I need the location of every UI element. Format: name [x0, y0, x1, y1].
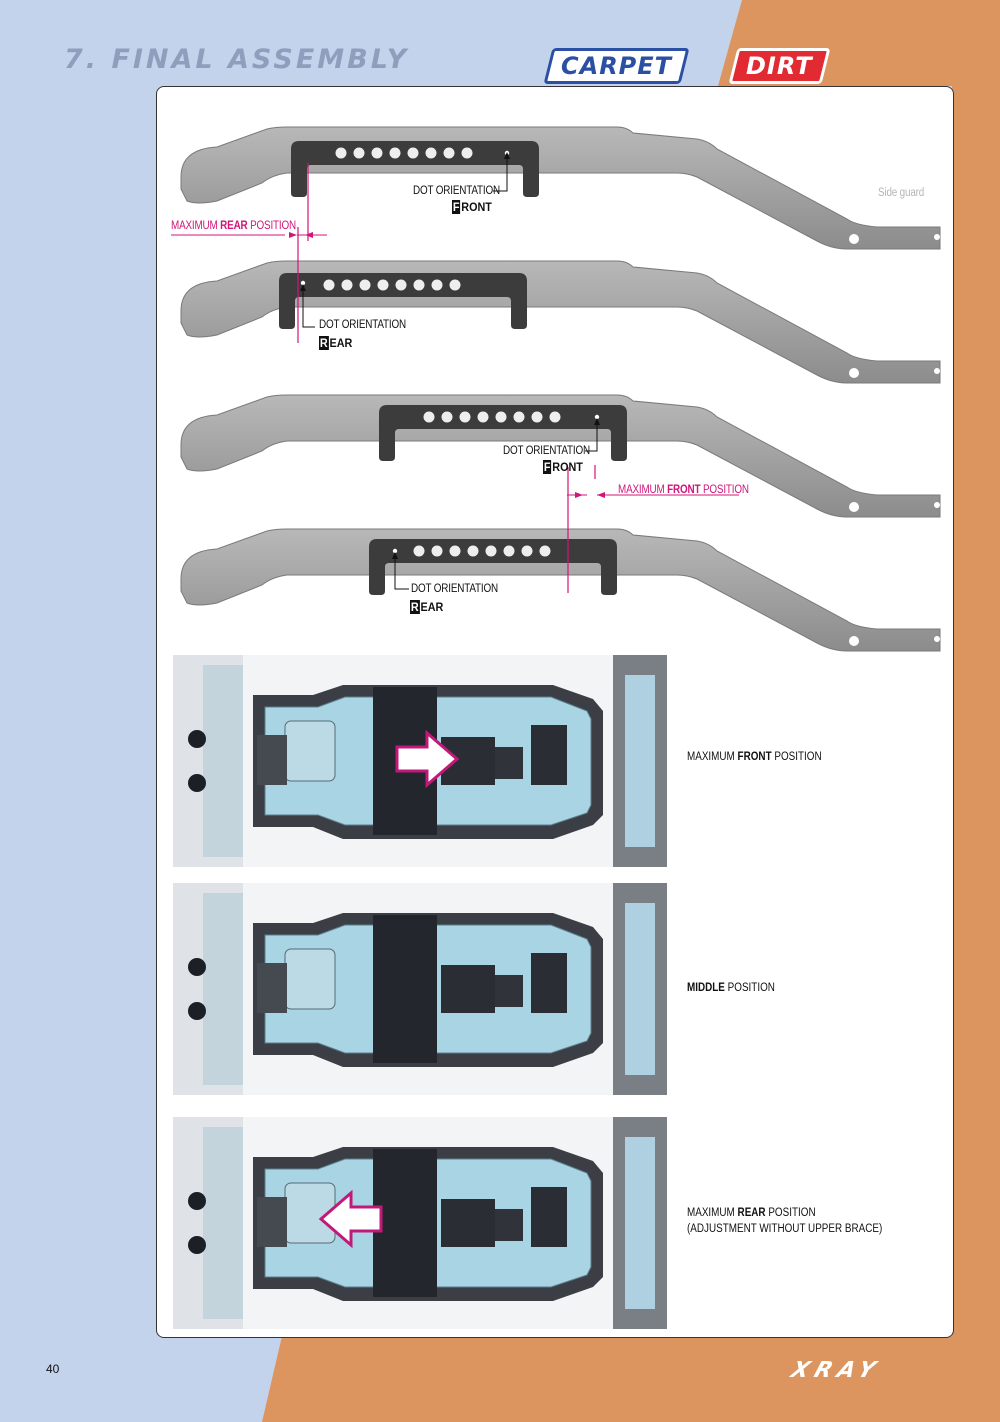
dot-orientation-label-1: DOT ORIENTATION: [413, 185, 500, 197]
side-guard-label: Side guard: [878, 187, 925, 199]
carpet-badge: CARPET: [543, 48, 690, 84]
max-rear-marker-label: MAXIMUM REAR POSITION: [171, 220, 296, 232]
max-front-marker-label: MAXIMUM FRONT POSITION: [618, 484, 749, 496]
diagram-drawing: [171, 126, 941, 1330]
page-number: 40: [46, 1362, 60, 1376]
dot-orientation-label-3: DOT ORIENTATION: [503, 445, 590, 457]
dot-orientation-label-2: DOT ORIENTATION: [319, 319, 406, 331]
photo-label-max-rear: MAXIMUM REAR POSITION(ADJUSTMENT WITHOUT…: [687, 1207, 883, 1235]
xray-logo: XRAY: [787, 1358, 885, 1383]
dot-orientation-label-4: DOT ORIENTATION: [411, 583, 498, 595]
section-title: 7. FINAL ASSEMBLY: [64, 44, 410, 75]
photo-label-max-front: MAXIMUM FRONT POSITION: [687, 751, 822, 763]
photo-label-middle: MIDDLE POSITION: [687, 982, 775, 994]
dirt-badge: DIRT: [728, 48, 831, 84]
